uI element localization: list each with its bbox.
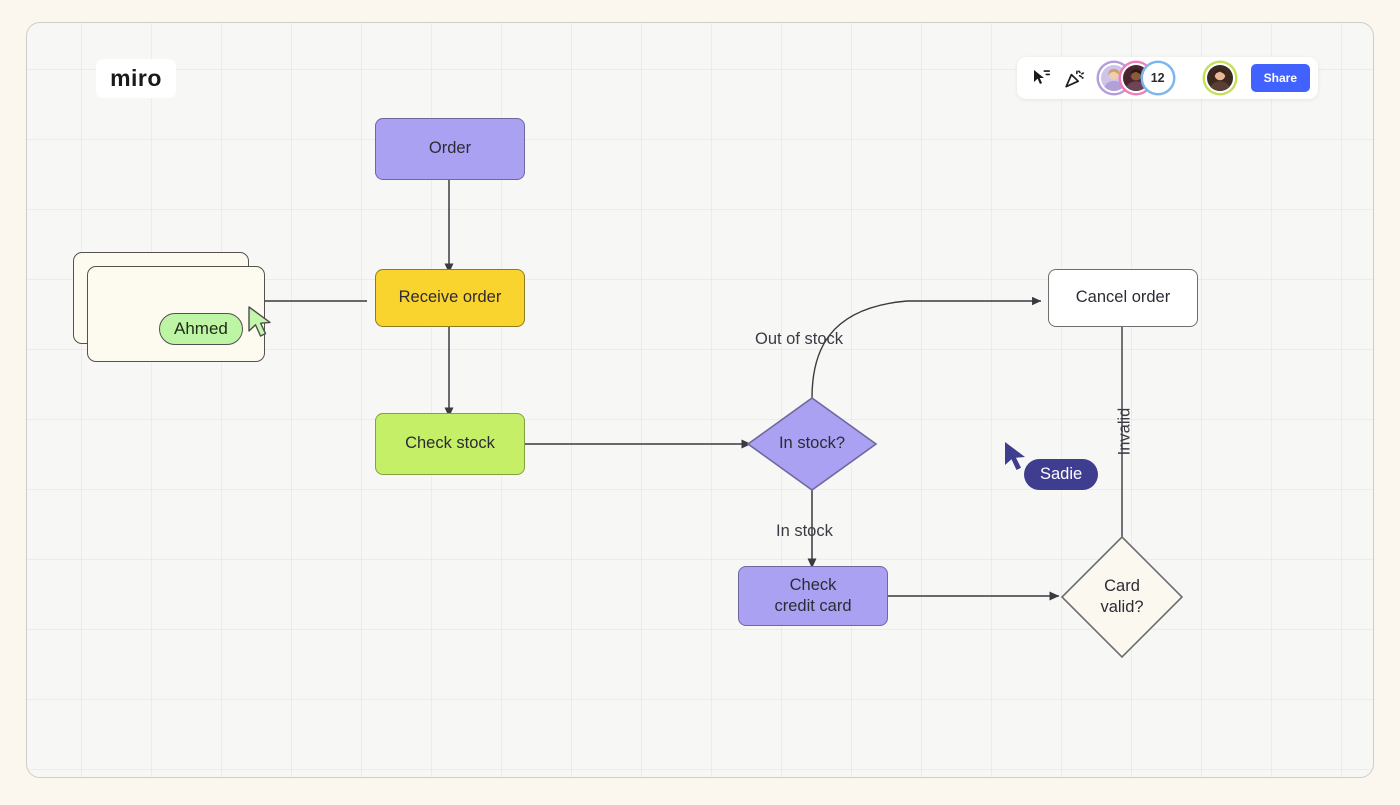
edge-label-out-of-stock: Out of stock	[755, 330, 844, 348]
collaborator-count-badge[interactable]: 12	[1142, 63, 1173, 93]
node-in-stock[interactable]: In stock?	[746, 396, 878, 492]
node-in-stock-label: In stock?	[778, 434, 846, 453]
edge-label-in-stock: In stock	[776, 522, 833, 540]
avatar[interactable]	[1120, 63, 1151, 93]
node-check-credit-card-line1: Check	[789, 575, 837, 594]
current-user-avatar[interactable]	[1204, 63, 1235, 93]
cursor-chat-icon[interactable]	[1029, 66, 1053, 90]
cursor-label-ahmed: Ahmed	[159, 313, 243, 345]
node-card-valid[interactable]: Card valid?	[1060, 535, 1184, 659]
node-check-stock[interactable]: Check stock	[375, 413, 525, 475]
card-stack[interactable]: Ahmed	[51, 228, 281, 368]
collaborator-avatars[interactable]: 12	[1098, 63, 1173, 93]
node-card-valid-line1: Card	[1104, 576, 1140, 595]
node-order[interactable]: Order	[375, 118, 525, 180]
node-check-credit-card-line2: credit card	[774, 597, 852, 615]
canvas-grid	[27, 23, 1373, 777]
node-card-valid-line2: valid?	[1100, 598, 1144, 616]
cursor-label-sadie: Sadie	[1024, 459, 1099, 490]
party-popper-icon[interactable]	[1063, 66, 1087, 90]
collaboration-toolbar[interactable]: 12 Share	[1016, 57, 1318, 99]
edge-label-invalid: Invalid	[1115, 407, 1134, 456]
node-check-credit-card[interactable]: Check credit card	[738, 566, 888, 626]
miro-board-canvas[interactable]: miro	[26, 22, 1374, 778]
node-card-valid-label: Card valid?	[1060, 535, 1184, 659]
avatar[interactable]	[1098, 63, 1129, 93]
miro-logo: miro	[96, 59, 176, 98]
node-cancel-order[interactable]: Cancel order	[1048, 269, 1198, 327]
share-button[interactable]: Share	[1250, 64, 1310, 92]
node-receive-order[interactable]: Receive order	[375, 269, 525, 327]
